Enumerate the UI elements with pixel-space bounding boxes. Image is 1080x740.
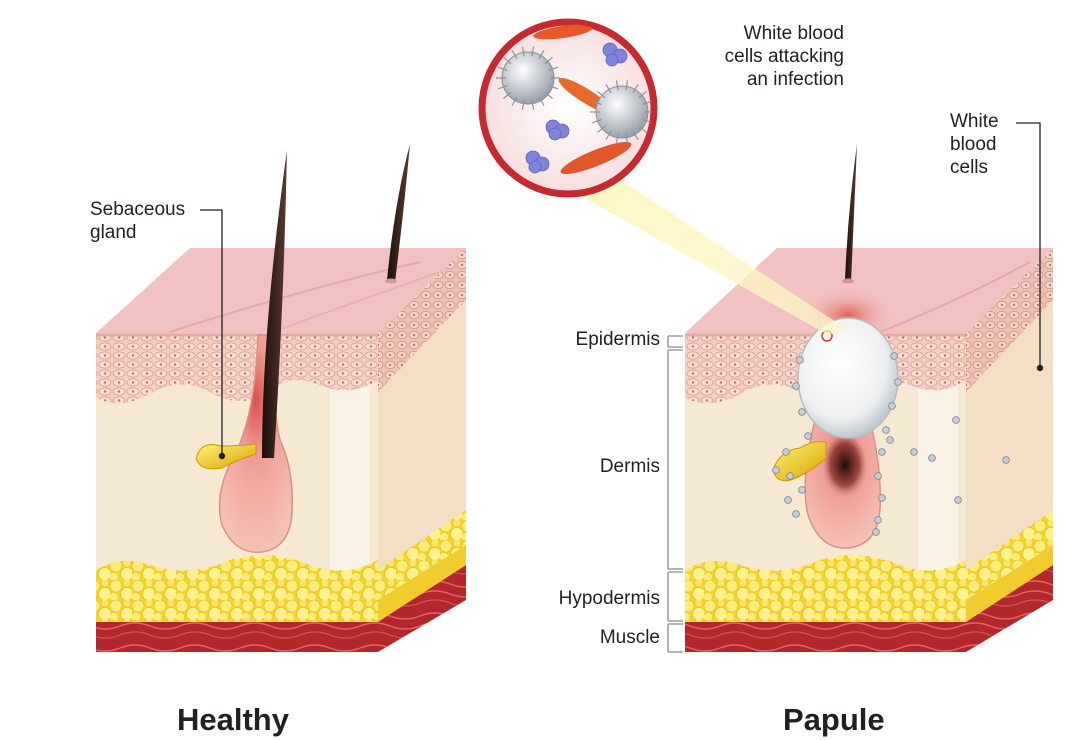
wbc-spike xyxy=(615,133,619,144)
wbc-spike xyxy=(638,125,647,134)
white-blood-cell xyxy=(798,408,806,416)
white-blood-cell xyxy=(874,516,882,524)
white-blood-cell xyxy=(784,496,792,504)
wbc-spike xyxy=(632,83,639,94)
wbc-spike xyxy=(591,100,602,106)
wbc-spike xyxy=(597,125,606,134)
bacteria-wbc-1 xyxy=(496,46,560,110)
white-blood-cell xyxy=(772,466,780,474)
white-blood-cell xyxy=(882,426,890,434)
hypodermis-label: Hypodermis xyxy=(558,588,660,609)
wbc-spike xyxy=(497,66,508,72)
wbc-spike xyxy=(632,130,639,141)
pus-pocket xyxy=(797,317,899,439)
white-blood-cell xyxy=(874,472,882,480)
wbc-callout-label: White blood cells attacking an infection xyxy=(690,22,844,91)
white-blood-cell xyxy=(798,486,806,494)
papule-muscle xyxy=(685,622,966,652)
white-blood-cell xyxy=(786,472,794,480)
bacteria-wbc-2 xyxy=(590,80,652,144)
white-blood-cell xyxy=(796,356,804,364)
wbc-spike xyxy=(642,100,652,106)
healthy-muscle xyxy=(96,622,378,652)
wbc-spike xyxy=(511,49,518,60)
callout-beam xyxy=(500,150,848,335)
wbc-spike xyxy=(597,90,606,99)
wbc-spike xyxy=(531,99,535,110)
sebaceous-gland-label-line-1: Sebaceous xyxy=(90,199,186,220)
papule-hair xyxy=(845,144,857,282)
wbc-spike xyxy=(605,83,612,94)
muscle-label: Muscle xyxy=(599,627,660,648)
white-blood-cell xyxy=(886,436,894,444)
white-blood-cell xyxy=(878,494,886,502)
white-blood-cell xyxy=(890,352,898,360)
white-blood-cell xyxy=(888,402,896,410)
wbc-spike xyxy=(544,91,553,100)
white-blood-cell xyxy=(792,510,800,518)
healthy-sebaceous-gland xyxy=(195,443,257,470)
epidermis-label: Epidermis xyxy=(575,329,660,350)
white-blood-cell xyxy=(804,432,812,440)
wbc-spike xyxy=(497,84,508,90)
wbc-spike xyxy=(511,96,518,107)
white-blood-cells-group xyxy=(772,352,1010,536)
white-blood-cell xyxy=(928,454,936,462)
white-blood-cells-line-2: blood xyxy=(950,134,997,155)
wbc-spike xyxy=(591,118,602,124)
white-blood-cells-line-1: White xyxy=(950,111,999,132)
papule-sebaceous-gland xyxy=(772,441,827,482)
white-blood-cell xyxy=(952,416,960,424)
healthy-hypodermis xyxy=(96,555,378,622)
dermis-label: Dermis xyxy=(599,456,660,477)
wbc-callout-line-3: an infection xyxy=(746,69,844,90)
layer-brackets xyxy=(667,335,683,653)
wbc-spike xyxy=(521,46,525,57)
wbc-spike xyxy=(548,84,559,90)
healthy-skin-block xyxy=(96,144,466,652)
wbc-spike xyxy=(615,80,619,91)
white-blood-cells-line-3: cells xyxy=(950,157,989,178)
papule-hypodermis xyxy=(685,555,966,622)
wbc-spike xyxy=(503,91,512,100)
wbc-callout-line-2: cells attacking xyxy=(724,46,844,67)
leader-lines xyxy=(200,122,1041,456)
sebaceous-gland-label-line-2: gland xyxy=(90,222,137,243)
healthy-hair-2 xyxy=(387,144,410,282)
white-blood-cell xyxy=(894,378,902,386)
white-blood-cell xyxy=(878,448,886,456)
healthy-title: Healthy xyxy=(177,702,289,737)
sebaceous-gland-label: Sebaceous gland xyxy=(90,198,185,244)
white-blood-cell xyxy=(792,382,800,390)
white-blood-cell xyxy=(782,448,790,456)
wbc-spike xyxy=(642,118,652,124)
papule-muscle-side xyxy=(966,565,1053,652)
white-blood-cell xyxy=(872,528,880,536)
wbc-callout-line-1: White blood xyxy=(743,23,844,44)
wbc-spike xyxy=(538,49,545,60)
white-blood-cell xyxy=(1002,456,1010,464)
white-blood-cell xyxy=(910,448,918,456)
wbc-spike xyxy=(638,90,647,99)
wbc-spike xyxy=(503,56,512,65)
wbc-spike xyxy=(605,130,612,141)
magnified-callout xyxy=(478,18,848,335)
wbc-spike xyxy=(544,56,553,65)
wbc-spike xyxy=(548,66,559,72)
wbc-spike xyxy=(538,96,545,107)
healthy-hair xyxy=(262,150,287,458)
wbc-spike xyxy=(625,133,629,144)
papule-title: Papule xyxy=(783,702,885,737)
white-blood-cells-label: White blood cells xyxy=(950,110,999,179)
wbc-spike xyxy=(625,80,629,91)
white-blood-cell xyxy=(954,496,962,504)
wbc-spike xyxy=(531,46,535,57)
wbc-spike xyxy=(521,99,525,110)
healthy-epidermis xyxy=(96,333,378,404)
healthy-muscle-side xyxy=(378,565,466,652)
papule-skin-block xyxy=(685,144,1053,652)
